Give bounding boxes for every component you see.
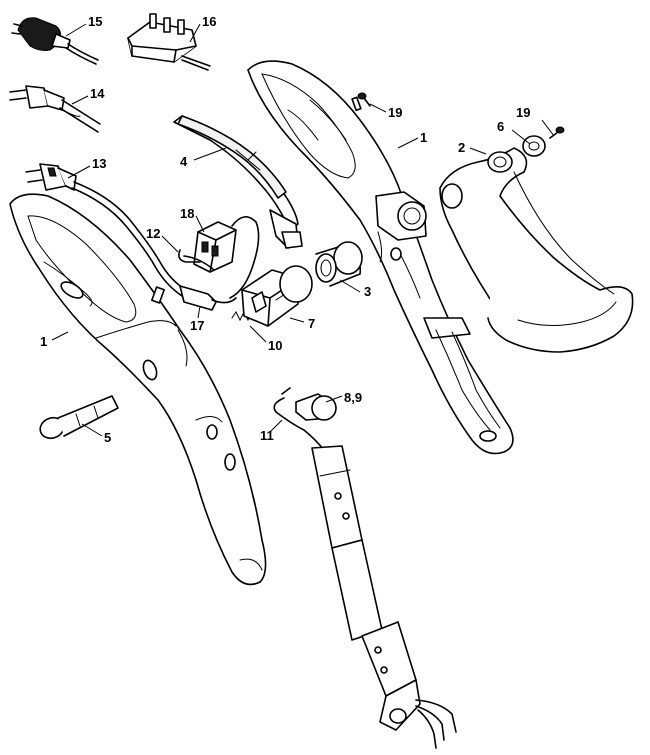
switch-cover-4 <box>173 115 303 249</box>
callout-19-a: 19 <box>388 105 402 120</box>
callout-2: 2 <box>458 140 465 155</box>
washer-6 <box>522 135 546 157</box>
callout-16: 16 <box>202 14 216 29</box>
callout-12: 12 <box>146 226 160 241</box>
callout-15: 15 <box>88 14 102 29</box>
wire-12 <box>178 249 215 271</box>
callout-3: 3 <box>364 284 371 299</box>
callout-18: 18 <box>180 206 194 221</box>
sleeve-17 <box>179 285 237 311</box>
handle-half-right-1 <box>247 60 514 455</box>
callout-7: 7 <box>308 316 315 331</box>
pin-5 <box>39 395 119 440</box>
screw-19b <box>549 126 565 139</box>
drum-3 <box>279 241 363 303</box>
callout-5: 5 <box>104 430 111 445</box>
screw-19a <box>357 92 371 107</box>
callout-14: 14 <box>90 86 105 101</box>
plug-15 <box>11 17 99 65</box>
callout-1-left: 1 <box>40 334 47 349</box>
plug-16 <box>127 13 211 71</box>
tube-11 <box>273 387 457 749</box>
callout-labels: 15 16 14 19 19 1 6 2 4 13 18 12 3 7 17 1… <box>40 14 530 445</box>
callout-6: 6 <box>497 119 504 134</box>
callout-8-9: 8,9 <box>344 390 362 405</box>
callout-11: 11 <box>260 428 274 443</box>
callout-13: 13 <box>92 156 106 171</box>
plug-13 <box>25 163 187 297</box>
switch-18 <box>193 216 260 299</box>
callout-10: 10 <box>268 338 282 353</box>
handle-half-left-1 <box>9 193 267 586</box>
plug-14 <box>9 85 101 133</box>
aux-handle-2 <box>439 147 634 353</box>
button-8-9 <box>295 393 337 421</box>
callout-1-right: 1 <box>420 130 427 145</box>
leader-lines <box>51 23 555 437</box>
callout-19-b: 19 <box>516 105 530 120</box>
callout-4: 4 <box>180 154 188 169</box>
callout-17: 17 <box>190 318 204 333</box>
